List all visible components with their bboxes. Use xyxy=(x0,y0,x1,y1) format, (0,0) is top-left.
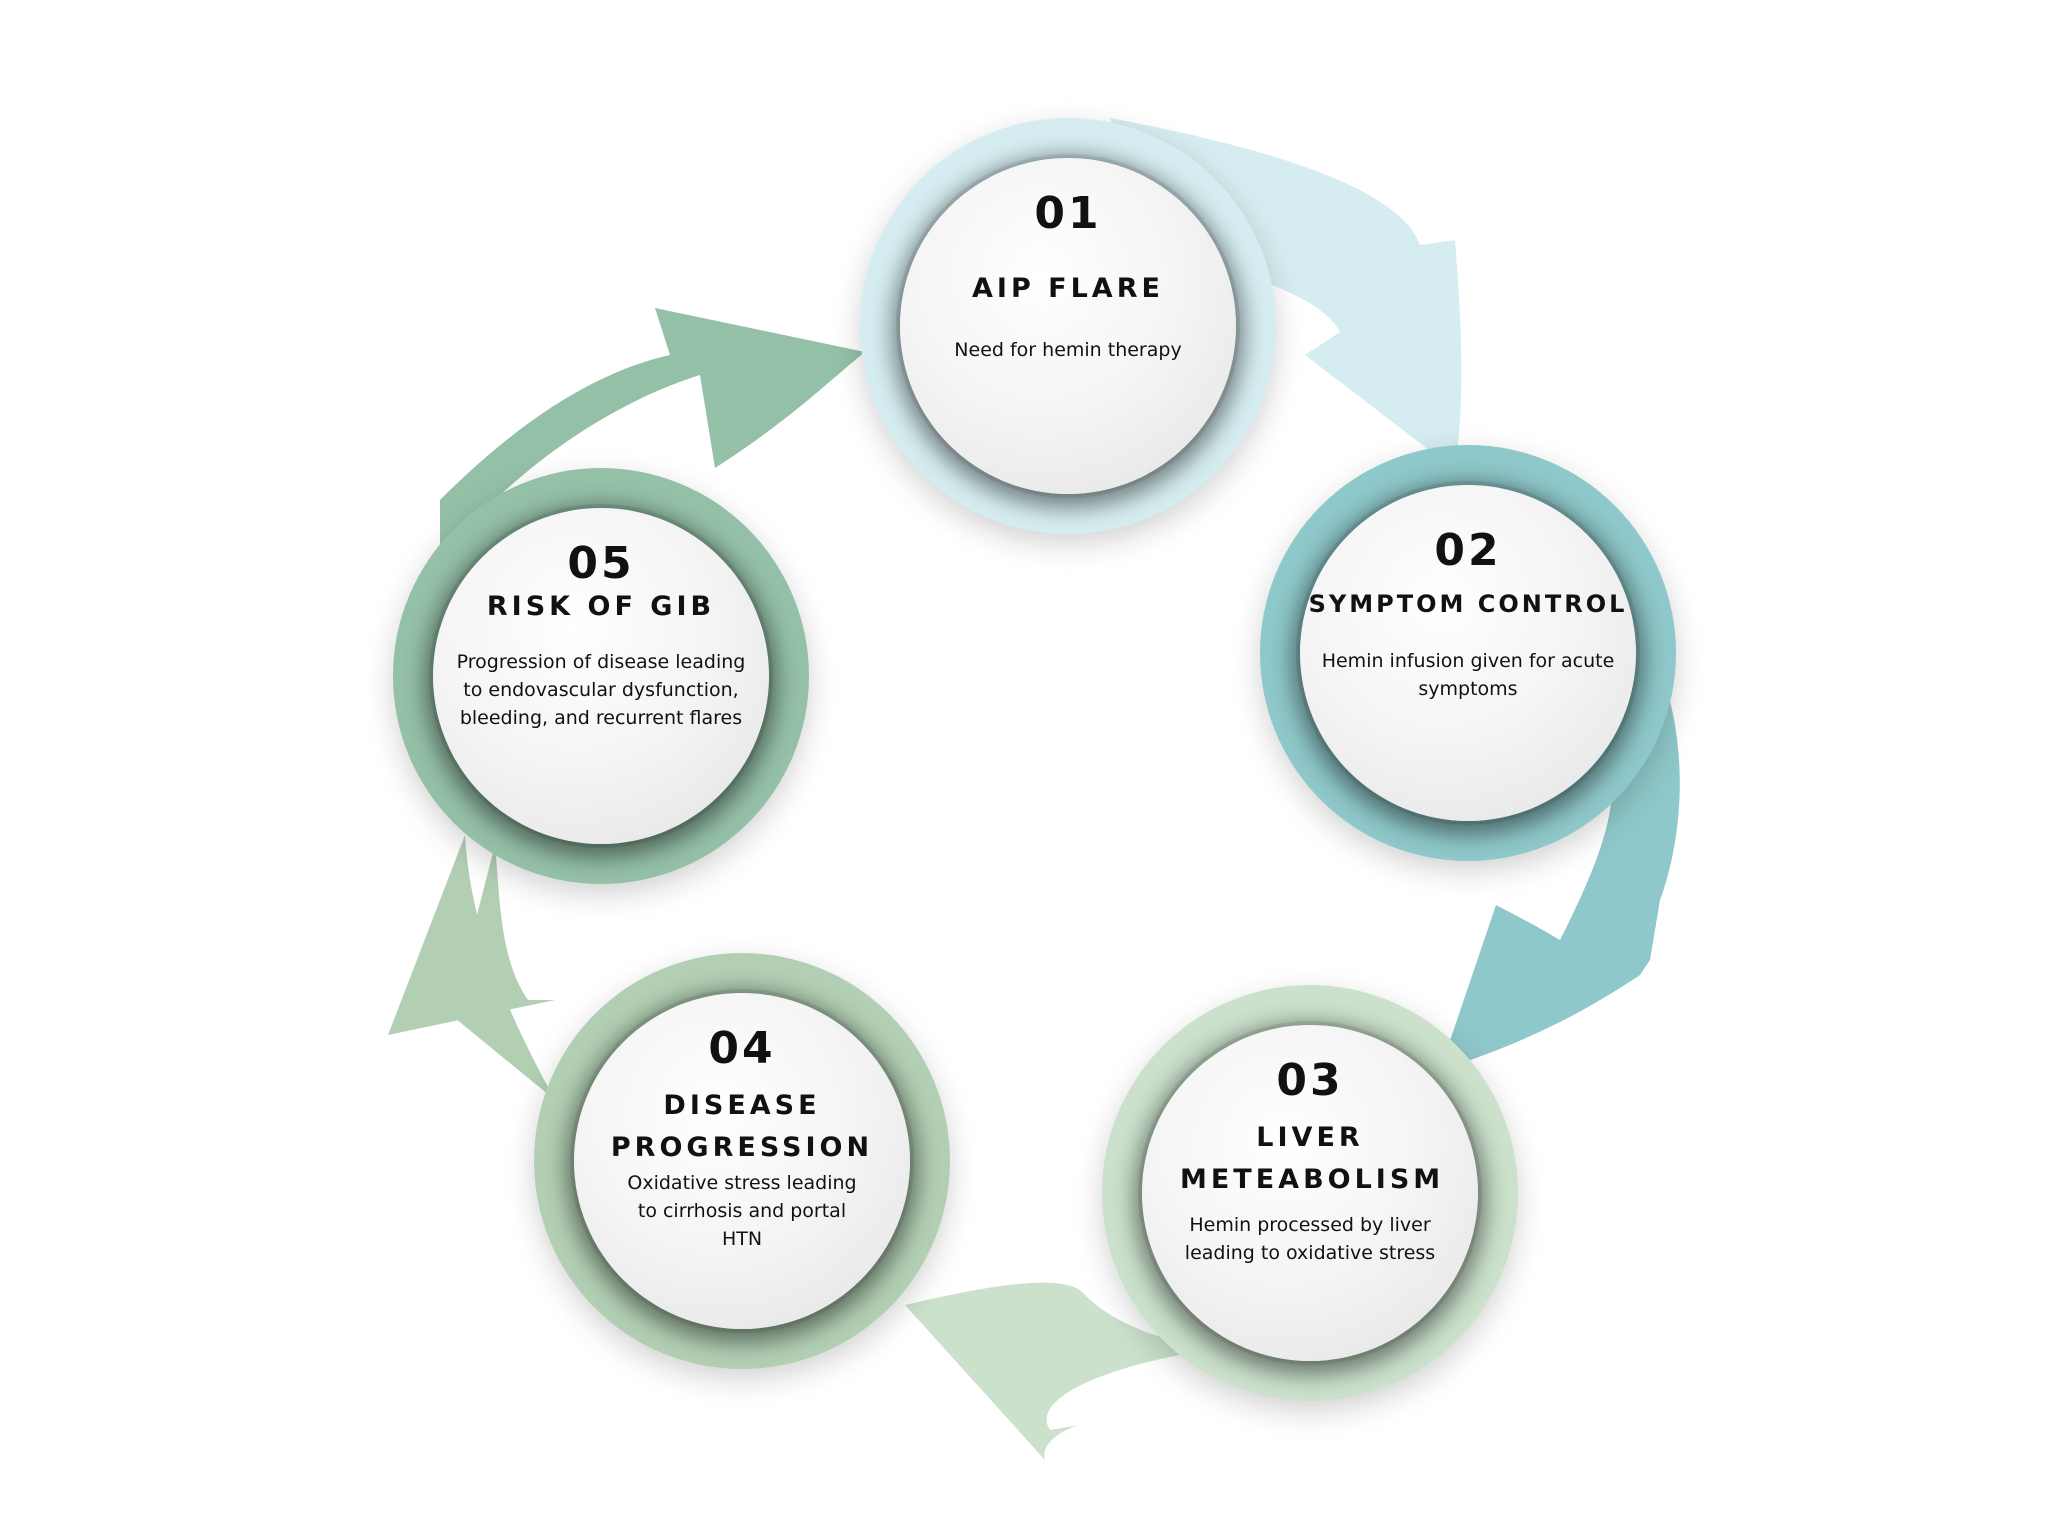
step-02-description: Hemin infusion given for acute symptoms xyxy=(1321,650,1615,700)
step-05-title: RISK OF GIB xyxy=(486,591,716,622)
step-01-description: Need for hemin therapy xyxy=(954,339,1182,361)
step-01-title: AIP FLARE xyxy=(972,273,1164,304)
step-02-circle: 02 SYMPTOM CONTROL Hemin infusion given … xyxy=(1300,485,1636,821)
step-04-description: Oxidative stress leading to cirrhosis an… xyxy=(627,1172,857,1250)
step-03-description: Hemin processed by liver leading to oxid… xyxy=(1184,1214,1436,1264)
step-01-node: 01 AIP FLARE Need for hemin therapy xyxy=(860,118,1276,534)
step-05-number: 05 xyxy=(567,538,635,589)
step-03-circle: 03 LIVER METEABOLISM Hemin processed by … xyxy=(1142,1025,1478,1361)
step-05-node: 05 RISK OF GIB Progression of disease le… xyxy=(393,468,809,884)
step-02-node: 02 SYMPTOM CONTROL Hemin infusion given … xyxy=(1260,445,1676,861)
step-03-number: 03 xyxy=(1276,1055,1344,1106)
step-04-circle: 04 DISEASE PROGRESSION Oxidative stress … xyxy=(574,993,910,1329)
step-05-circle: 05 RISK OF GIB Progression of disease le… xyxy=(433,508,769,844)
step-02-number: 02 xyxy=(1434,525,1502,576)
step-04-title: DISEASE PROGRESSION xyxy=(610,1090,874,1163)
step-04-number: 04 xyxy=(708,1023,776,1074)
step-05-description: Progression of disease leading to endova… xyxy=(456,651,746,729)
arrow-3-to-4 xyxy=(905,1282,1225,1460)
step-03-title: LIVER METEABOLISM xyxy=(1180,1122,1445,1195)
step-03-node: 03 LIVER METEABOLISM Hemin processed by … xyxy=(1102,985,1518,1401)
arrow-5-to-1 xyxy=(440,308,865,560)
arrow-4-to-5 xyxy=(388,835,555,1100)
step-01-circle: 01 AIP FLARE Need for hemin therapy xyxy=(900,158,1236,494)
step-01-number: 01 xyxy=(1034,188,1102,239)
step-04-node: 04 DISEASE PROGRESSION Oxidative stress … xyxy=(534,953,950,1369)
step-02-title: SYMPTOM CONTROL xyxy=(1308,590,1628,618)
